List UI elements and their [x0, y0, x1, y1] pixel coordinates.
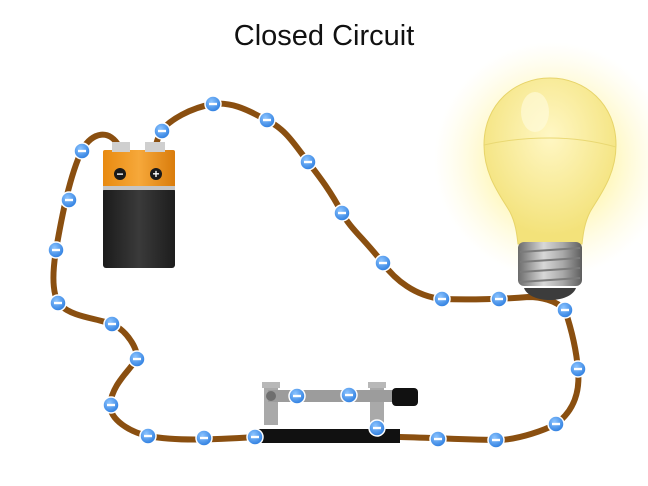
electron-icon [374, 254, 392, 272]
electron-icon [333, 204, 351, 222]
electrons-group [47, 95, 587, 449]
light-bulb-icon [483, 77, 617, 300]
battery-negative-terminal: − [114, 167, 126, 181]
electron-icon [288, 387, 306, 405]
battery-negative-label: − [116, 167, 123, 181]
electron-icon [547, 415, 565, 433]
electron-icon [204, 95, 222, 113]
electron-icon [60, 191, 78, 209]
electron-icon [102, 396, 120, 414]
electron-icon [340, 386, 358, 404]
circuit-wire [50, 100, 582, 444]
electron-icon [490, 290, 508, 308]
electron-icon [195, 429, 213, 447]
electron-icon [487, 431, 505, 449]
electron-icon [139, 427, 157, 445]
electron-icon [128, 350, 146, 368]
electron-icon [246, 428, 264, 446]
battery-positive-terminal: + [150, 167, 162, 181]
electron-icon [49, 294, 67, 312]
electron-icon [429, 430, 447, 448]
electron-icon [103, 315, 121, 333]
electron-icon [433, 290, 451, 308]
electron-icon [258, 111, 276, 129]
electron-icon [299, 153, 317, 171]
electron-icon [368, 419, 386, 437]
battery-icon: − + [103, 142, 175, 268]
diagram-title: Closed Circuit [233, 20, 415, 52]
switch-icon[interactable] [255, 382, 418, 443]
electron-icon [73, 142, 91, 160]
electron-icon [47, 241, 65, 259]
electron-icon [556, 301, 574, 319]
electron-icon [153, 122, 171, 140]
battery-positive-label: + [152, 167, 159, 181]
electron-icon [569, 360, 587, 378]
